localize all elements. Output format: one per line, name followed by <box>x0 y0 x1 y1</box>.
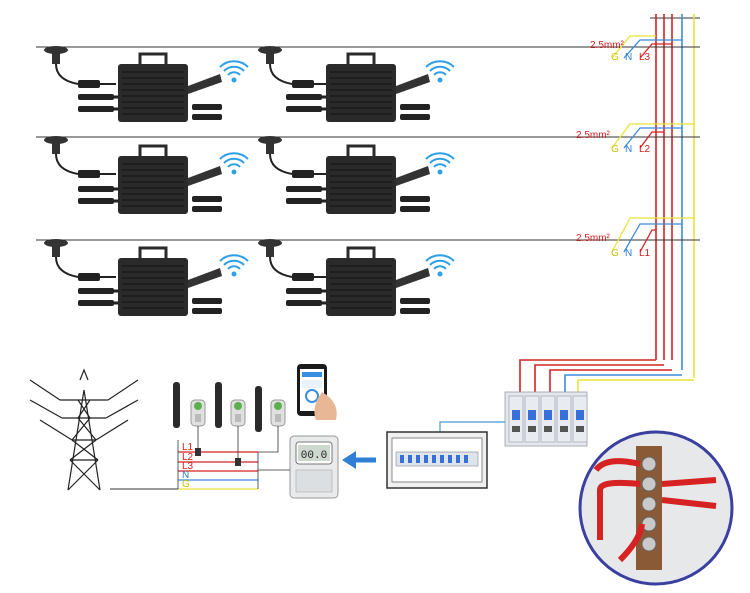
cable-size-label: 2.5mm² <box>576 130 611 141</box>
ground-label: G <box>611 144 619 155</box>
meter-display: 00.0 <box>301 450 327 462</box>
neutral-label: N <box>625 248 632 259</box>
wifi-icon <box>219 152 249 176</box>
wifi-icon <box>425 60 455 84</box>
phase-label: L1 <box>639 248 651 259</box>
smart-meter: 00.0 <box>289 435 339 499</box>
wifi-icon <box>425 254 455 278</box>
phase-label: L2 <box>639 144 651 155</box>
inverter-row-1: 2.5mm² G N L3 <box>36 35 700 124</box>
meter-line-label: L3 <box>182 461 194 472</box>
meter-line-label: N <box>182 470 189 481</box>
busbar-inset <box>578 430 734 586</box>
ground-label: G <box>611 248 619 259</box>
meter-line-label: G <box>182 479 190 490</box>
neutral-label: N <box>625 52 632 63</box>
wifi-icon <box>219 60 249 84</box>
grid-wiring: L1 L2 L3 N G <box>110 382 290 490</box>
transmission-tower-icon <box>29 368 139 491</box>
cable-size-label: 2.5mm² <box>590 40 625 51</box>
circuit-breakers <box>504 391 588 447</box>
ground-label: G <box>611 52 619 63</box>
neutral-label: N <box>625 144 632 155</box>
inverter-row-2: 2.5mm² G N L2 <box>36 123 700 216</box>
arrow-left-icon <box>342 451 376 469</box>
inverter-row-3: 2.5mm² G N L1 <box>36 217 700 318</box>
wifi-icon <box>425 152 455 176</box>
distribution-box <box>386 431 488 489</box>
wifi-icon <box>219 254 249 278</box>
meter-line-label: L1 <box>182 442 194 453</box>
bus-wires <box>519 14 700 392</box>
cable-size-label: 2.5mm² <box>576 233 611 244</box>
phone-icon <box>297 364 337 420</box>
meter-line-label: L2 <box>182 452 194 463</box>
phase-label: L3 <box>639 52 651 63</box>
